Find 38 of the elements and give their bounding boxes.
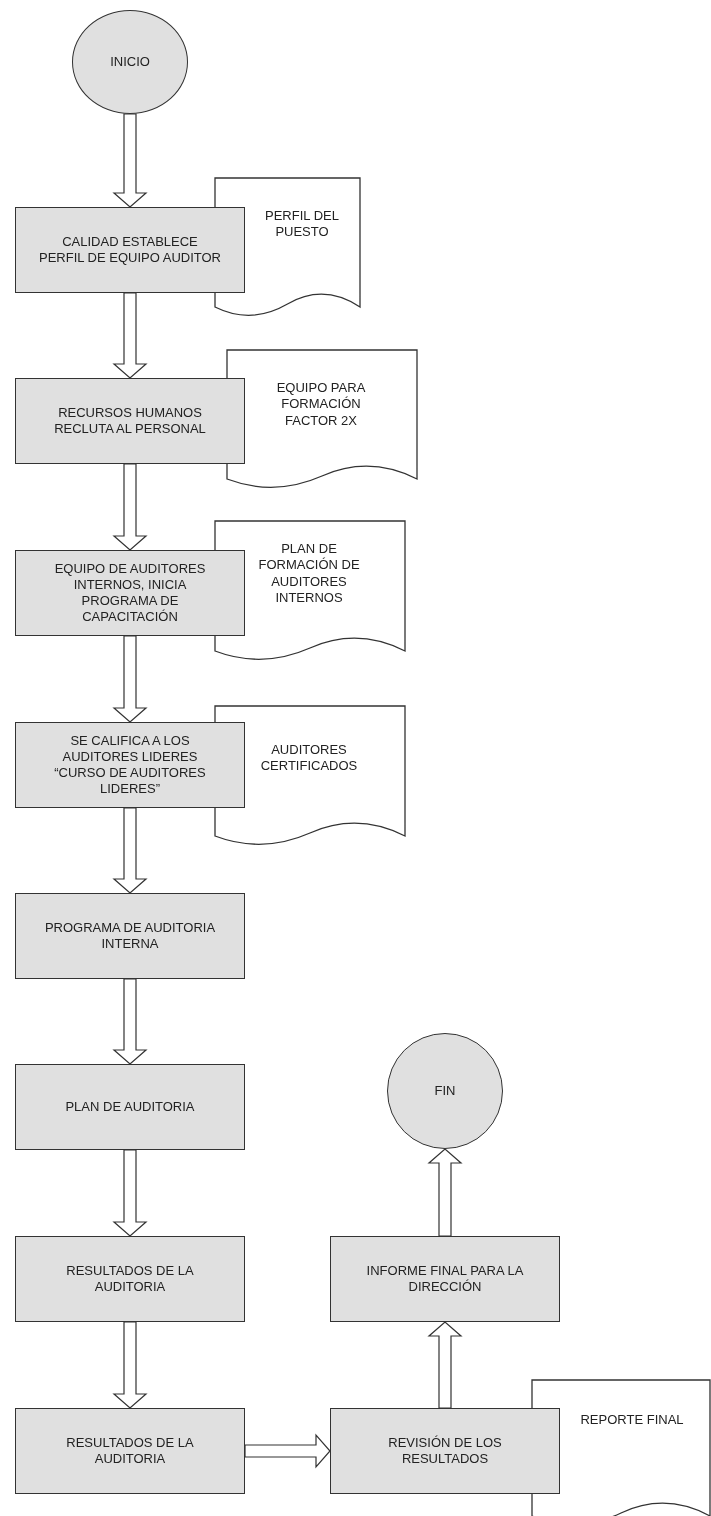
block-arrow xyxy=(112,463,148,551)
process-box xyxy=(15,893,245,979)
block-arrow xyxy=(427,1148,463,1237)
process-label: REVISIÓN DE LOS RESULTADOS xyxy=(387,1434,503,1468)
process-box xyxy=(15,207,245,293)
block-arrow xyxy=(112,978,148,1065)
process-label: PROGRAMA DE AUDITORIA INTERNA xyxy=(43,919,217,953)
process-label: SE CALIFICA A LOS AUDITORES LIDERES “CURSO DE AUDITORES LIDERES” xyxy=(53,732,207,798)
document-text: AUDITORES CERTIFICADOS xyxy=(259,742,359,775)
document-text: PLAN DE FORMACIÓN DE AUDITORES INTERNOS xyxy=(257,541,361,606)
process-label: PLAN DE AUDITORIA xyxy=(64,1098,196,1116)
process-box xyxy=(15,1236,245,1322)
terminal-label: FIN xyxy=(434,1082,456,1100)
process-label: EQUIPO DE AUDITORES INTERNOS, INICIA PROGRAMA DE CAPACITACIÓN xyxy=(53,560,207,626)
block-arrow xyxy=(244,1433,331,1469)
process-box xyxy=(330,1236,560,1322)
process-box xyxy=(330,1408,560,1494)
process-box xyxy=(15,550,245,636)
block-arrow xyxy=(427,1321,463,1409)
terminal-label: INICIO xyxy=(110,53,150,71)
block-arrow xyxy=(112,1321,148,1409)
block-arrow xyxy=(112,113,148,208)
block-arrow xyxy=(112,292,148,379)
process-label: RESULTADOS DE LA AUDITORIA xyxy=(65,1262,195,1296)
process-box xyxy=(15,1064,245,1150)
process-label: RESULTADOS DE LA AUDITORIA xyxy=(65,1434,195,1468)
block-arrow xyxy=(112,1149,148,1237)
process-box xyxy=(15,1408,245,1494)
process-label: INFORME FINAL PARA LA DIRECCIÓN xyxy=(365,1262,525,1296)
process-box xyxy=(15,722,245,808)
document-text: EQUIPO PARA FORMACIÓN FACTOR 2X xyxy=(275,380,367,429)
process-label: RECURSOS HUMANOS RECLUTA AL PERSONAL xyxy=(53,404,207,438)
document-text: REPORTE FINAL xyxy=(579,1412,685,1429)
block-arrow xyxy=(112,807,148,894)
document-text: PERFIL DEL PUESTO xyxy=(264,208,340,241)
process-box xyxy=(15,378,245,464)
block-arrow xyxy=(112,635,148,723)
process-label: CALIDAD ESTABLECE PERFIL DE EQUIPO AUDITOR xyxy=(37,233,222,267)
